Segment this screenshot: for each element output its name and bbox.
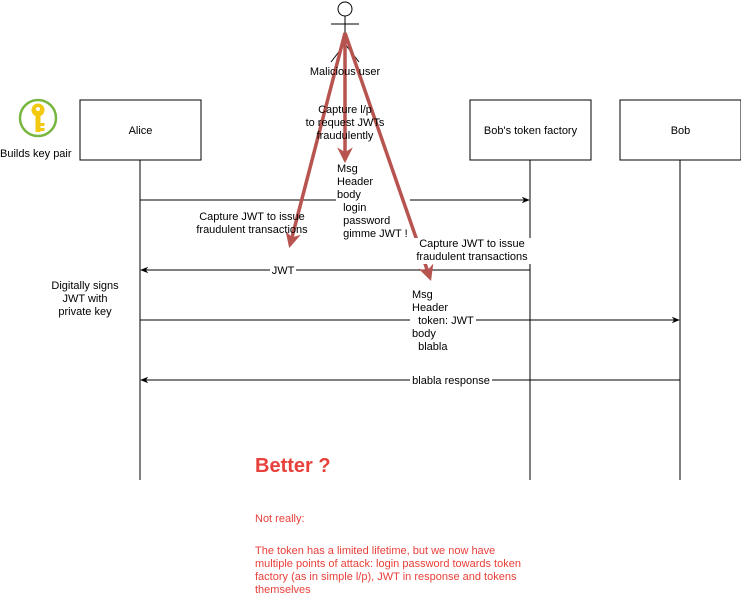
token-message-label: Msg Header token: JWT body blabla <box>412 289 474 353</box>
attack-label-jwt-right: Capture JWT to issue fraudulent transact… <box>406 238 538 264</box>
request-label-bg <box>336 160 410 240</box>
signs-note: Digitally signs JWT with private key <box>51 280 119 318</box>
conclusion-subheading: Not really: <box>255 513 305 525</box>
participant-alice: Alice <box>79 99 202 161</box>
attacker-label: Malicious user <box>309 66 381 78</box>
participant-bob: Bob <box>619 99 741 161</box>
conclusion-body: The token has a limited lifetime, but we… <box>255 545 521 596</box>
response-label: blabla response <box>412 375 490 387</box>
attack-label-jwt-left: Capture JWT to issue fraudulent transact… <box>196 211 308 236</box>
attack-label-request: Capture l/p to request JWTs fraudulently <box>305 104 385 142</box>
login-request-label: Msg Header body login password gimme JWT… <box>337 163 408 240</box>
token-label-bg <box>410 313 476 327</box>
attack-arrow-jwt-left <box>285 32 347 249</box>
participant-alice-label: Alice <box>129 125 153 137</box>
key-icon-label: Builds key pair <box>0 148 72 160</box>
jwt-label: JWT <box>272 265 295 277</box>
key-icon <box>18 98 58 138</box>
response-label-bg <box>410 373 492 387</box>
participant-bob-label: Bob <box>671 125 691 137</box>
conclusion-heading: Better ? <box>255 455 331 477</box>
attack-arrow-jwt-right <box>343 32 434 281</box>
participant-token-factory-label: Bob's token factory <box>484 125 578 137</box>
jwt-label-bg <box>270 264 296 277</box>
participant-token-factory: Bob's token factory <box>469 99 592 161</box>
